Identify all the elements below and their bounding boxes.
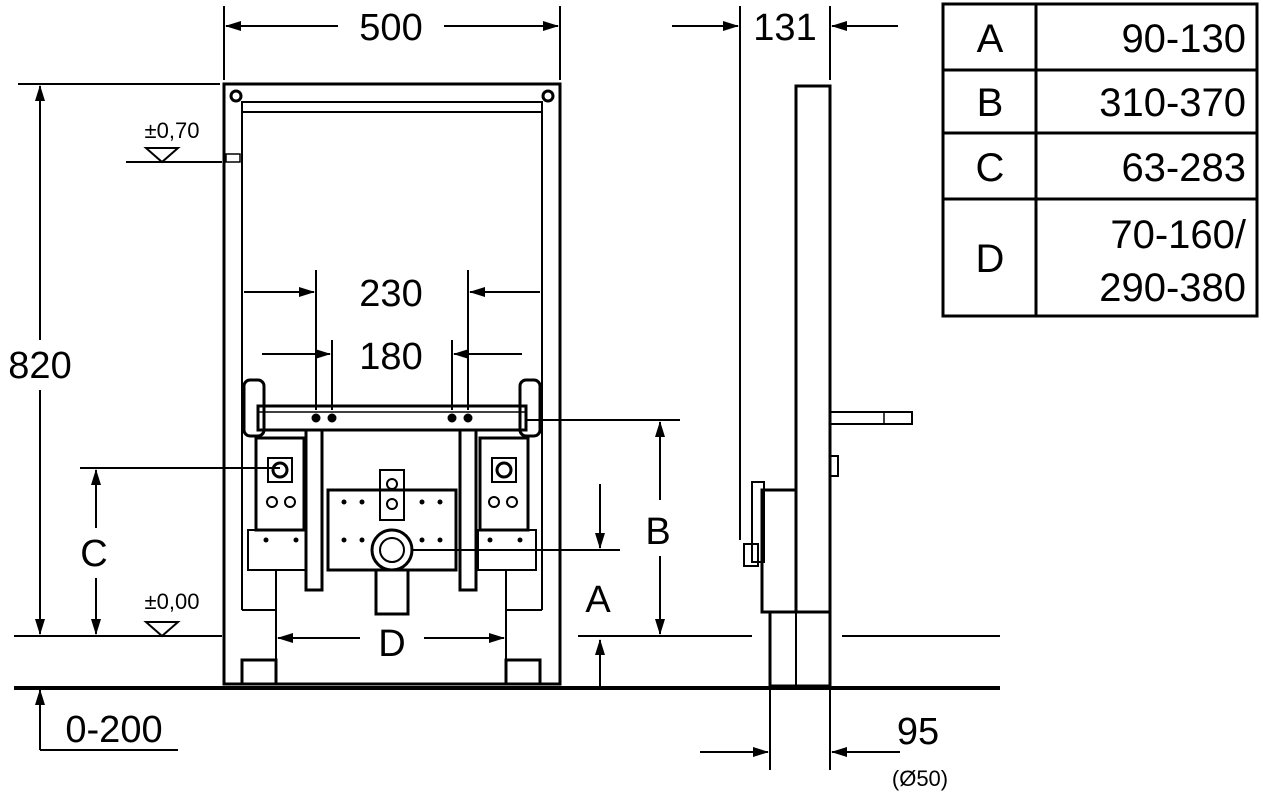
dimension-table: A 90-130 B 310-370 C 63-283 D 70-160/ 29…	[941, 2, 1259, 318]
dim-95: 95	[897, 711, 939, 753]
frame-inner-top	[241, 101, 543, 113]
water-connector-left	[254, 436, 306, 532]
side-frame	[794, 84, 832, 614]
side-bracket	[760, 488, 798, 614]
table-value-d-line1: 70-160/	[1110, 213, 1247, 257]
flush-pipe	[829, 411, 913, 425]
cross-bar	[256, 404, 528, 432]
label-c: C	[80, 533, 107, 575]
table-key-a: A	[977, 17, 1004, 61]
table-key-c: C	[976, 146, 1005, 190]
dimension-labels: 500 131 820 230 180 ±0,70 ±0,00 A B C D …	[8, 7, 948, 791]
dim-230: 230	[359, 273, 422, 315]
table-value-b: 310-370	[1099, 81, 1246, 125]
frame-outer	[222, 82, 562, 686]
dim-180: 180	[359, 336, 422, 378]
dim-500: 500	[359, 7, 422, 49]
foot-left	[240, 658, 278, 686]
dim-820: 820	[8, 345, 71, 387]
dim-131: 131	[753, 7, 816, 49]
dim-diameter: (Ø50)	[892, 766, 948, 791]
water-connector-right	[478, 436, 530, 532]
level-floor: ±0,00	[145, 589, 200, 614]
table-value-d-line2: 290-380	[1099, 266, 1246, 310]
table-value-a: 90-130	[1121, 17, 1246, 61]
label-b: B	[645, 511, 670, 553]
table-key-b: B	[977, 81, 1004, 125]
side-view	[743, 84, 913, 688]
drain-outlet	[370, 528, 414, 572]
dim-floor-adjust: 0-200	[65, 709, 162, 751]
front-view	[222, 82, 562, 686]
label-d: D	[378, 623, 405, 665]
side-dimensions	[672, 6, 900, 770]
label-a: A	[585, 579, 611, 621]
table-value-c: 63-283	[1121, 146, 1246, 190]
foot-right	[504, 658, 542, 686]
front-dimensions	[14, 6, 1000, 751]
level-top: ±0,70	[145, 118, 200, 143]
table-key-d: D	[976, 237, 1005, 281]
